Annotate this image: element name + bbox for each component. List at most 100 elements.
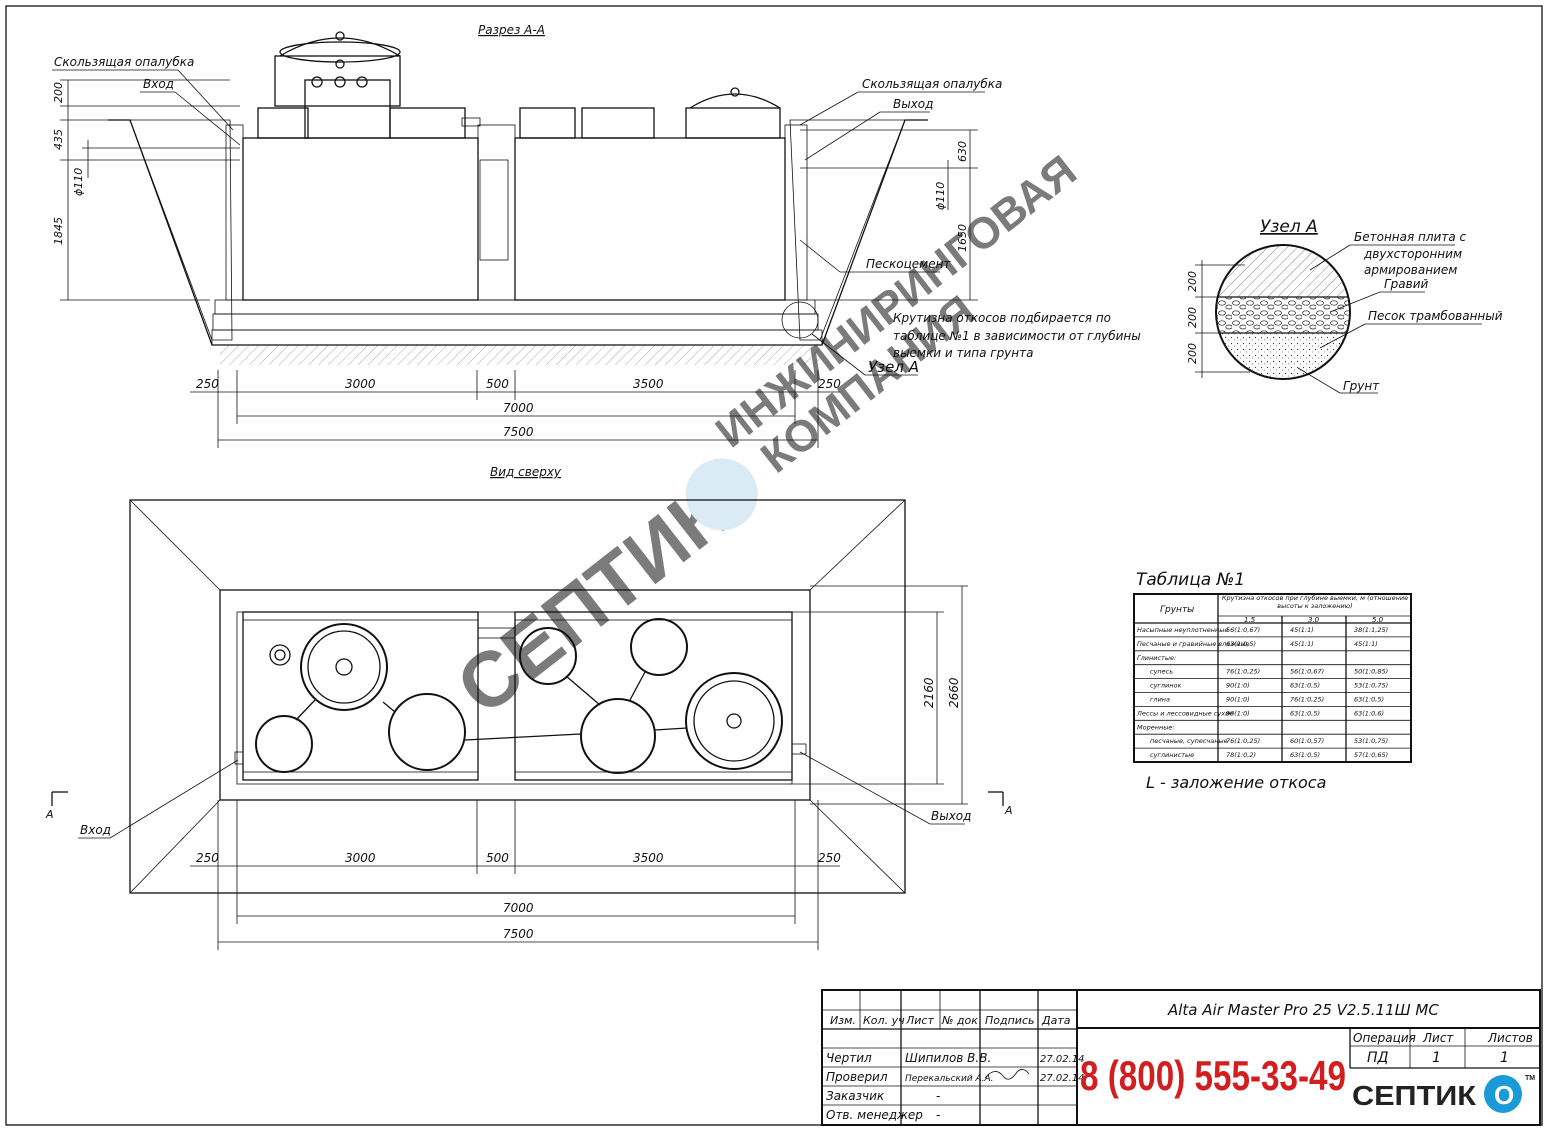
table-row-name: Песчаные и гравийные влажные (1137, 640, 1249, 648)
table-cell: 53(1:0,75) (1354, 737, 1388, 745)
label-inlet-plan: Вход (80, 823, 111, 837)
table-cell: 90(1:0) (1226, 682, 1250, 690)
stamp-tm: TM (1525, 1075, 1535, 1082)
table-cell: 76(1:0,25) (1226, 668, 1260, 676)
dim-630-right: 630 (956, 141, 969, 162)
stamp-head-sign: Подпись (985, 1014, 1034, 1027)
dim-250-b-section: 250 (818, 377, 841, 391)
plan-dims-right: 2160 2660 (790, 585, 968, 805)
node-dim-3: 200 (1186, 343, 1199, 364)
stamp-name-2: Перекальский А.А. (905, 1074, 994, 1084)
label-node-a-ref: Узел А (868, 358, 919, 376)
table-cell: 78(1:0,2) (1226, 751, 1256, 759)
stamp-head-kol: Кол. уч (863, 1014, 905, 1027)
plan-tank-left (242, 611, 479, 781)
signature-icon (984, 1069, 1030, 1080)
stamp-name-4: - (936, 1108, 940, 1122)
watermark-logo-icon (685, 458, 758, 531)
plan-excavation (129, 499, 906, 894)
table-cell: 50(1:0,85) (1354, 668, 1388, 676)
slope-note-1: Крутизна откосов подбирается по (893, 311, 1111, 325)
slope-note-2: таблице №1 в зависимости от глубины (893, 329, 1141, 343)
dim-7000-plan: 7000 (503, 901, 534, 915)
stamp-role-2: Проверил (826, 1070, 888, 1084)
dim-2160-plan: 2160 (922, 677, 936, 708)
node-label-concrete-2: двухсторонним (1363, 247, 1462, 261)
node-label-concrete-1: Бетонная плита с (1354, 230, 1466, 244)
node-label-gravel: Гравий (1384, 277, 1429, 291)
stamp-op-value: ПД (1367, 1050, 1389, 1066)
label-inlet-section: Вход (143, 77, 174, 91)
plan-tank-right (234, 611, 807, 781)
label-sliding-formwork-left: Скользящая опалубка (54, 55, 194, 69)
dim-3500-plan: 3500 (633, 851, 664, 865)
table-row-name: суглинок (1150, 682, 1181, 690)
stamp-project-title: Alta Air Master Pro 25 V2.5.11Ш МС (1167, 1001, 1439, 1019)
node-a-detail: Узел А 200 200 200 Бетонная плита с двух… (1186, 217, 1503, 394)
stamp-name-3: - (936, 1089, 940, 1103)
node-a-title: Узел А (1260, 217, 1318, 237)
stamp-phone: 8 (800) 555-33-49 (1080, 1052, 1346, 1099)
table-cell: 90(1:0) (1226, 709, 1250, 717)
node-label-sand: Песок трамбованный (1368, 309, 1503, 323)
concrete-slab (214, 299, 816, 315)
table-cell: 56(1:0,67) (1226, 626, 1260, 634)
table-col-header: Крутизна откосов при глубине выемки, м (… (1221, 594, 1409, 610)
title-block: Alta Air Master Pro 25 V2.5.11Ш МС Изм. … (821, 989, 1541, 1126)
excavation-section (108, 119, 928, 365)
table-row-name: Насыпные неуплотненные (1137, 626, 1228, 634)
section-mark-left: А (45, 808, 54, 821)
plan-dims-bottom: 250 3000 500 3500 250 7000 7500 (190, 800, 841, 950)
dim-1845-left: 1845 (52, 217, 65, 245)
dim-110-left: ϕ110 (72, 168, 85, 196)
stamp-op-label: Операция (1353, 1031, 1416, 1045)
table-title: Таблица №1 (1136, 570, 1245, 590)
stamp-role-4: Отв. менеджер (826, 1108, 923, 1122)
label-outlet-section: Выход (893, 97, 933, 111)
section-dims-left: 200 435 ϕ110 1845 (52, 79, 240, 301)
section-annotations: Скользящая опалубка Вход Скользящая опал… (52, 55, 1141, 376)
dim-110-right: ϕ110 (934, 182, 947, 210)
tank-right-section (461, 87, 786, 301)
slope-note-3: выемки и типа грунта (893, 346, 1033, 360)
table-cell: 63(1:0,5) (1354, 696, 1384, 704)
table-cell: 45(1:1) (1290, 640, 1314, 648)
table-row-name: глина (1150, 696, 1170, 704)
tank-left-section (242, 31, 479, 301)
table-cell: 45(1:1) (1290, 626, 1314, 634)
stamp-head-date: Дата (1041, 1014, 1071, 1027)
node-label-concrete-3: армированием (1364, 263, 1457, 277)
table-footnote: L - заложение откоса (1146, 773, 1326, 792)
table-cell: 53(1:0,75) (1354, 682, 1388, 690)
sand-layer (211, 329, 823, 346)
stamp-head-izm: Изм. (830, 1014, 856, 1027)
dim-250-a-section: 250 (196, 377, 219, 391)
table-cell: 63(1:0,5) (1290, 709, 1320, 717)
dim-7500-plan: 7500 (503, 927, 534, 941)
table-depth-1: 1.5 (1244, 616, 1256, 624)
stamp-sheet-label: Лист (1422, 1031, 1454, 1045)
table-cell: 60(1:0,57) (1290, 737, 1324, 745)
stamp-role-3: Заказчик (826, 1089, 885, 1103)
plan-annotations: Вход Выход А А (45, 751, 1013, 839)
section-mark-right: А (1004, 804, 1013, 817)
table-col-soil: Грунты (1160, 605, 1194, 615)
dim-3000-plan: 3000 (345, 851, 376, 865)
label-sliding-formwork-right: Скользящая опалубка (862, 77, 1002, 91)
dim-7500-section: 7500 (503, 425, 534, 439)
table-cell: 63(1:0,6) (1354, 709, 1384, 717)
stamp-brand: СЕПТИК (1352, 1080, 1477, 1111)
plan-title: Вид сверху (490, 465, 562, 479)
table-cell: 63(1:0,5) (1226, 640, 1256, 648)
section-dims-bottom: 250 3000 500 3500 250 7000 7500 (190, 370, 841, 448)
label-outlet-plan: Выход (931, 809, 971, 823)
section-title: Разрез А-А (478, 23, 545, 37)
table-row-name: Моренные: (1137, 723, 1175, 731)
table-cell: 56(1:0,67) (1290, 668, 1324, 676)
stamp-role-1: Чертил (826, 1051, 872, 1065)
table-cell: 57(1:0,65) (1354, 751, 1388, 759)
dim-1650-right: 1650 (956, 224, 969, 252)
table-depth-3: 5.0 (1372, 616, 1384, 624)
stamp-sheet-value: 1 (1432, 1050, 1441, 1066)
sheet-border (5, 5, 1543, 1126)
